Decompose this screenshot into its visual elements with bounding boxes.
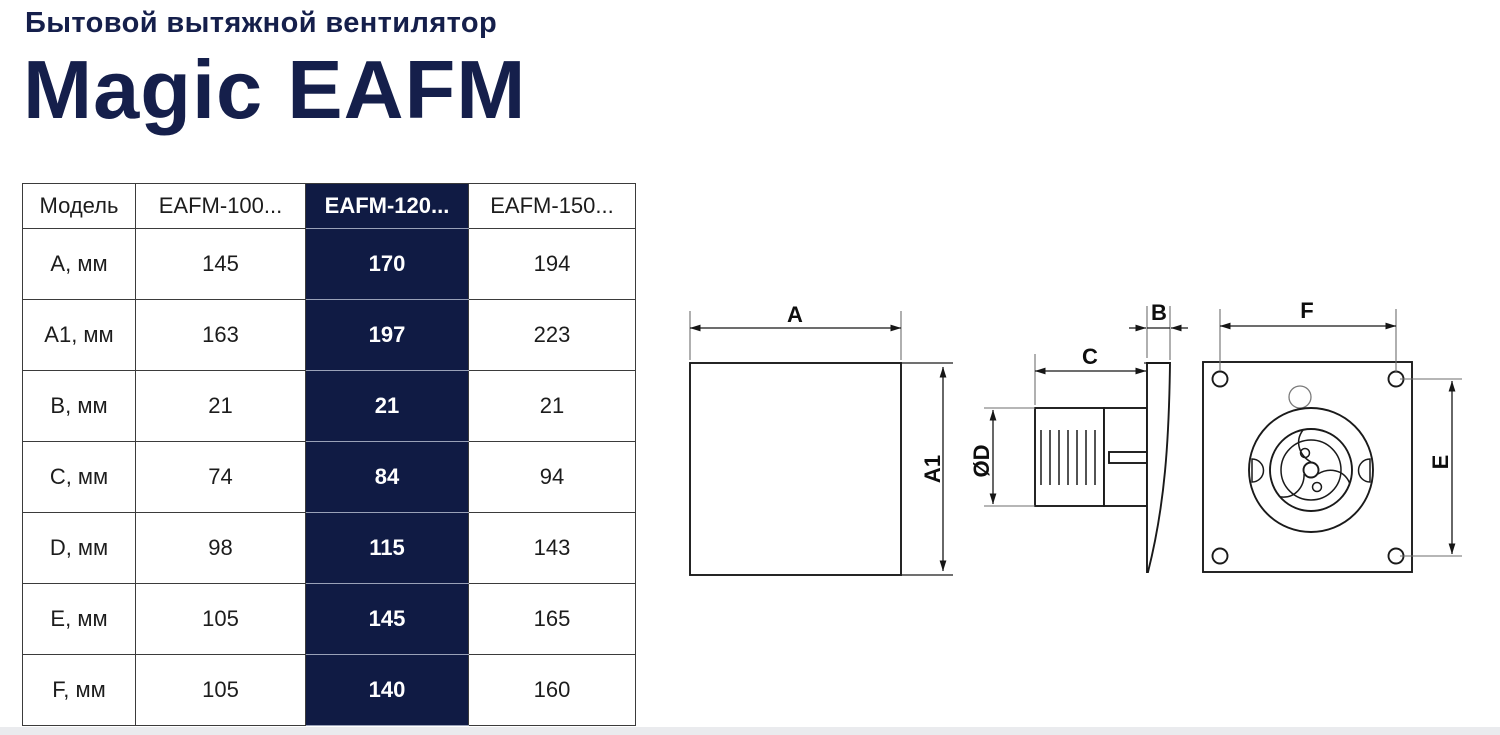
row-label: E, мм bbox=[22, 583, 136, 655]
row-label: B, мм bbox=[22, 370, 136, 442]
product-subtitle: Бытовой вытяжной вентилятор bbox=[25, 7, 498, 39]
cable-entry-hole bbox=[1288, 385, 1312, 409]
row-label: F, мм bbox=[22, 654, 136, 726]
side-clip-right bbox=[1357, 458, 1371, 483]
table-row: D, мм 98 115 143 bbox=[22, 512, 636, 584]
table-cell: 105 bbox=[135, 654, 306, 726]
impeller-blades bbox=[1280, 429, 1351, 498]
table-row: E, мм 105 145 165 bbox=[22, 583, 636, 655]
table-row: A, мм 145 170 194 bbox=[22, 228, 636, 300]
side-clip-left bbox=[1251, 458, 1265, 483]
fan-front-panel-outline bbox=[689, 362, 902, 576]
dimensions-table: Модель EAFM-100... EAFM-120... EAFM-150.… bbox=[22, 183, 636, 726]
impeller-disc bbox=[1280, 439, 1342, 501]
dimension-c-label: C bbox=[1082, 344, 1098, 369]
table-header-row: Модель EAFM-100... EAFM-120... EAFM-150.… bbox=[22, 183, 636, 229]
table-cell: 223 bbox=[468, 299, 636, 371]
impeller-hub bbox=[1302, 461, 1320, 479]
table-cell-highlighted: 84 bbox=[305, 441, 469, 513]
table-cell: 160 bbox=[468, 654, 636, 726]
front-cover-profile bbox=[1146, 362, 1171, 573]
table-cell: 143 bbox=[468, 512, 636, 584]
table-cell: 145 bbox=[135, 228, 306, 300]
duct-ribs bbox=[1040, 430, 1096, 485]
product-title: Magic EAFM bbox=[23, 43, 527, 136]
table-cell-highlighted: 170 bbox=[305, 228, 469, 300]
table-cell-highlighted: 197 bbox=[305, 299, 469, 371]
dimension-a1-label: A1 bbox=[920, 455, 945, 483]
mounting-latch bbox=[1108, 451, 1148, 464]
row-label: A1, мм bbox=[22, 299, 136, 371]
table-cell: 21 bbox=[468, 370, 636, 442]
dimension-a-label: A bbox=[787, 302, 803, 327]
back-view-drawing: F E bbox=[1202, 298, 1462, 573]
table-cell-highlighted: 140 bbox=[305, 654, 469, 726]
table-cell-highlighted: 21 bbox=[305, 370, 469, 442]
dimension-diameter-d-label: ØD bbox=[969, 445, 994, 478]
table-cell: 21 bbox=[135, 370, 306, 442]
row-label: C, мм bbox=[22, 441, 136, 513]
fan-outer-ring bbox=[1248, 407, 1374, 533]
table-cell-highlighted: 115 bbox=[305, 512, 469, 584]
table-row: A1, мм 163 197 223 bbox=[22, 299, 636, 371]
side-view-drawing: C B ØD bbox=[969, 300, 1188, 573]
column-header-eafm-150: EAFM-150... bbox=[468, 183, 636, 229]
hub-screw bbox=[1299, 447, 1311, 459]
table-cell: 94 bbox=[468, 441, 636, 513]
table-row: B, мм 21 21 21 bbox=[22, 370, 636, 442]
mounting-hole bbox=[1211, 370, 1229, 388]
dimension-e-label: E bbox=[1428, 455, 1453, 470]
table-cell: 105 bbox=[135, 583, 306, 655]
mounting-hole bbox=[1211, 547, 1229, 565]
dimension-f-label: F bbox=[1300, 298, 1313, 323]
fan-opening bbox=[1269, 428, 1353, 512]
hub-screw bbox=[1311, 481, 1323, 493]
table-row: F, мм 105 140 160 bbox=[22, 654, 636, 726]
dimension-b-label: B bbox=[1151, 300, 1167, 325]
fan-duct-body bbox=[1034, 407, 1105, 507]
table-cell-highlighted: 145 bbox=[305, 583, 469, 655]
column-header-model: Модель bbox=[22, 183, 136, 229]
front-view-drawing: A A1 bbox=[689, 302, 953, 576]
page-bottom-divider bbox=[0, 727, 1500, 735]
table-cell: 163 bbox=[135, 299, 306, 371]
